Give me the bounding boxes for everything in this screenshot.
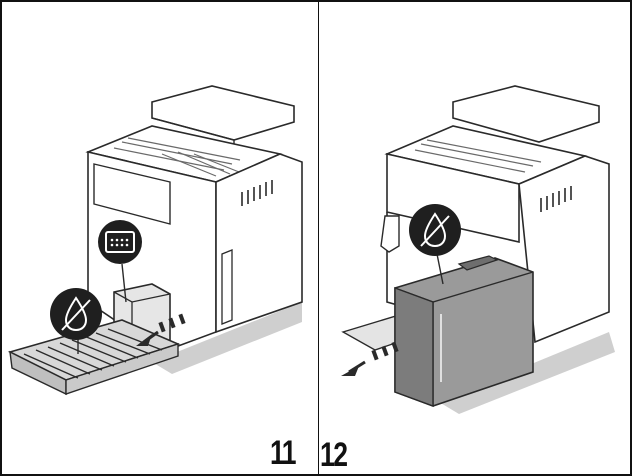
removal-arrow — [341, 341, 399, 376]
tank-handle — [457, 255, 499, 271]
drip-tray-grid — [23, 328, 163, 379]
machine-shadow — [152, 302, 302, 374]
control-panel — [93, 163, 171, 225]
panel-step-11: 11 — [0, 0, 319, 476]
panel-step-12 — [318, 0, 632, 476]
machine-front — [386, 152, 520, 244]
step-number-12: 12 — [320, 436, 348, 474]
machine-side — [215, 153, 303, 334]
drip-tray-grid-icon — [98, 220, 142, 264]
no-water-drop-icon — [409, 204, 461, 256]
side-vents — [241, 180, 273, 206]
side-vents — [540, 186, 572, 212]
machine-illustration-step-11 — [7, 85, 303, 396]
coffee-spout — [380, 215, 400, 253]
machine-illustration-step-12 — [341, 85, 615, 414]
bean-lid — [452, 85, 600, 143]
removal-arrow — [136, 313, 186, 346]
step-number-11: 11 — [270, 434, 296, 472]
no-water-drop-icon — [50, 288, 102, 340]
cup-warmer-grill — [113, 137, 245, 177]
